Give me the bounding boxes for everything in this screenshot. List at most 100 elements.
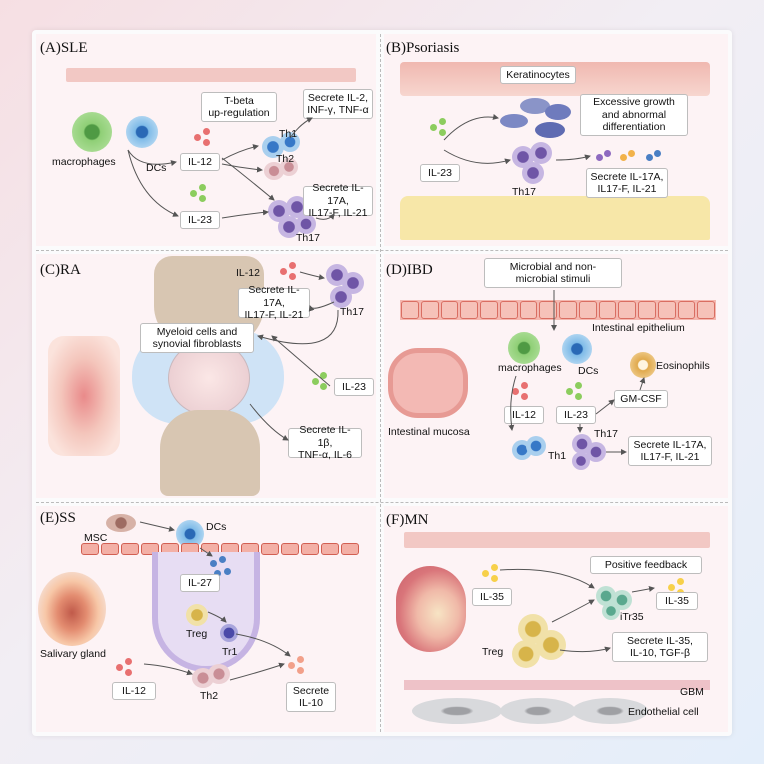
epithelial-cell — [81, 543, 99, 555]
ibd-epithelium-row — [400, 300, 716, 320]
cytokine-dots-icon — [668, 584, 675, 591]
psoriasis-secrete-box: Secrete IL-17A, IL17-F, IL-21 — [586, 168, 668, 198]
cytokine-dots-icon — [575, 382, 582, 389]
cytokine-dots-icon — [297, 656, 304, 663]
epithelial-cell — [420, 301, 439, 319]
cytokine-dots-icon — [439, 129, 446, 136]
mn-treg-label: Treg — [482, 646, 504, 658]
endothelial-cell-icon — [412, 698, 502, 724]
cytokine-dots-icon — [289, 273, 296, 280]
mn-gbm-label: GBM — [680, 686, 704, 698]
cytokine-dots-icon — [491, 564, 498, 571]
cytokine-dots-icon — [628, 150, 635, 157]
ibd-eosinophils-label: Eosinophils — [656, 360, 710, 372]
t-cell-icon — [220, 624, 238, 642]
t-cell-icon — [186, 604, 208, 626]
eosinophil-icon — [630, 352, 656, 378]
kidney-icon — [396, 566, 466, 652]
ibd-th17-label: Th17 — [594, 428, 618, 440]
t-cell-icon — [536, 630, 566, 660]
sle-th1-label: Th1 — [279, 128, 298, 140]
ss-il12-box: IL-12 — [112, 682, 156, 700]
cytokine-dots-icon — [199, 184, 206, 191]
cytokine-dots-icon — [575, 393, 582, 400]
t-cell-icon — [262, 136, 284, 158]
epithelial-cell — [499, 301, 518, 319]
epithelial-cell — [618, 301, 636, 319]
cytokine-dots-icon — [566, 388, 573, 395]
t-cell-icon — [208, 664, 230, 684]
divider-vertical — [380, 34, 381, 732]
sle-secrete2-box: Secrete IL-17A, IL17-F, IL-21 — [303, 182, 373, 219]
psoriasis-keratinocytes-box: Keratinocytes — [500, 66, 576, 84]
epithelial-cell — [638, 301, 656, 319]
knee-skin-icon — [48, 336, 120, 456]
sle-secrete1-box: Secrete IL-2, INF-γ, TNF-α — [303, 89, 373, 119]
ibd-gmcsf-box: GM-CSF — [614, 390, 668, 408]
cytokine-dots-icon — [194, 134, 201, 141]
mn-il35b-box: IL-35 — [656, 592, 698, 610]
ra-secrete2-box: Secrete IL-1β, TNF-α, IL-6 — [288, 424, 362, 461]
sle-tbeta-box: T-beta up-regulation — [201, 92, 277, 122]
ss-il27-box: IL-27 — [180, 574, 220, 592]
cytokine-dots-icon — [482, 570, 489, 577]
cytokine-dots-icon — [646, 154, 653, 161]
ibd-th1-label: Th1 — [548, 450, 567, 462]
epithelial-cell — [321, 543, 339, 555]
mn-secrete-box: Secrete IL-35, IL-10, TGF-β — [612, 632, 708, 662]
ss-salivary-label: Salivary gland — [40, 648, 106, 660]
cytokine-dots-icon — [521, 382, 528, 389]
t-cell-icon — [522, 162, 544, 184]
ibd-macrophages-label: macrophages — [498, 362, 562, 374]
panel-sle-title: (A)SLE — [40, 40, 88, 56]
sle-skin-band — [66, 68, 356, 82]
t-cell-icon — [526, 436, 546, 456]
ibd-dcs-label: DCs — [578, 365, 599, 377]
ibd-mucosa-label: Intestinal mucosa — [388, 426, 470, 438]
keratinocyte-icon — [500, 114, 528, 128]
psoriasis-th17-label: Th17 — [512, 186, 536, 198]
cytokine-dots-icon — [199, 195, 206, 202]
keratinocyte-icon — [535, 122, 565, 138]
t-cell-icon — [602, 602, 620, 620]
t-cell-icon — [296, 214, 316, 234]
ss-th2-label: Th2 — [200, 690, 219, 702]
ra-secrete1-box: Secrete IL-17A, IL17-F, IL-21 — [238, 284, 310, 321]
endothelial-cell-icon — [500, 698, 576, 724]
mn-itr35-label: iTr35 — [620, 611, 644, 623]
cytokine-dots-icon — [297, 667, 304, 674]
t-cell-icon — [330, 286, 352, 308]
epithelial-cell — [697, 301, 715, 319]
epithelial-cell — [480, 301, 498, 319]
cytokine-dots-icon — [210, 560, 217, 567]
intestine-icon — [388, 348, 468, 418]
ibd-secrete-box: Secrete IL-17A, IL17-F, IL-21 — [628, 436, 712, 466]
t-cell-icon — [512, 640, 540, 668]
ibd-stimuli-box: Microbial and non- microbial stimuli — [484, 258, 622, 288]
cytokine-dots-icon — [620, 154, 627, 161]
cytokine-dots-icon — [288, 662, 295, 669]
divider-top — [36, 250, 728, 251]
sle-th2-label: Th2 — [276, 153, 295, 165]
t-cell-icon — [586, 442, 606, 462]
ss-secrete-box: Secrete IL-10 — [286, 682, 336, 712]
ibd-il23-box: IL-23 — [556, 406, 596, 424]
cytokine-dots-icon — [203, 139, 210, 146]
panel-ibd-title: (D)IBD — [386, 262, 433, 278]
keratinocyte-icon — [545, 104, 571, 120]
ra-myeloid-box: Myeloid cells and synovial fibroblasts — [140, 323, 254, 353]
cytokine-dots-icon — [203, 128, 210, 135]
msc-cell-icon — [106, 514, 136, 532]
ra-il12-label: IL-12 — [236, 267, 260, 279]
epithelial-cell — [460, 301, 478, 319]
ibd-epithelium-label: Intestinal epithelium — [592, 322, 685, 334]
epithelial-cell — [519, 301, 538, 319]
cytokine-dots-icon — [320, 383, 327, 390]
cytokine-dots-icon — [677, 578, 684, 585]
sle-il12-box: IL-12 — [180, 153, 220, 171]
panel-ra-title: (C)RA — [40, 262, 81, 278]
mn-top-band — [404, 532, 710, 548]
epithelial-cell — [341, 543, 359, 555]
cytokine-dots-icon — [604, 150, 611, 157]
t-cell-icon — [596, 586, 616, 606]
